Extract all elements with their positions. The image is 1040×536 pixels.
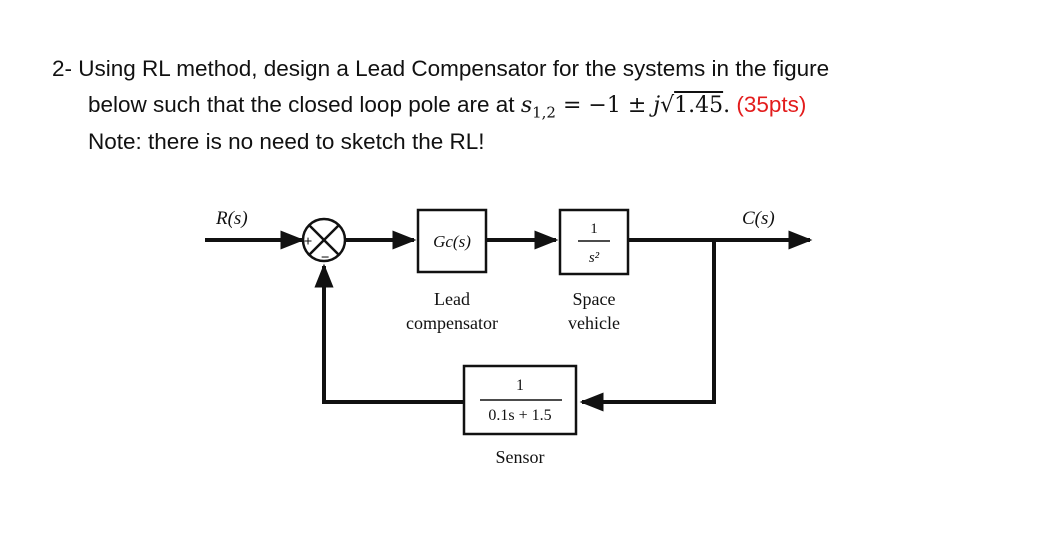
- question-number: 2-: [52, 56, 73, 81]
- plant-caption-2: vehicle: [568, 313, 620, 333]
- points-label: (35pts): [736, 92, 807, 117]
- pole-var: s: [520, 93, 533, 118]
- question-text-1: Using RL method, design a Lead Compensat…: [78, 56, 830, 81]
- pole-end: .: [723, 93, 731, 118]
- question-line-2: below such that the closed loop pole are…: [88, 92, 806, 121]
- pole-equation: s1,2 = −1 ± j√1.45.: [520, 93, 731, 122]
- plant-numerator: 1: [590, 221, 598, 237]
- pole-sqrt: √: [660, 93, 675, 118]
- pole-expr: = −1 ±: [555, 93, 654, 118]
- plant-caption-1: Space: [573, 289, 616, 309]
- minus-sign: −: [321, 250, 330, 266]
- summing-junction: + −: [301, 217, 347, 266]
- pole-j: j: [653, 93, 661, 118]
- sensor-denominator: 0.1s + 1.5: [488, 407, 551, 424]
- plant-block: 1 s²: [558, 208, 630, 276]
- compensator-caption-1: Lead: [434, 289, 470, 309]
- feedback-arrow-to-sensor: [579, 240, 716, 412]
- sensor-numerator: 1: [516, 377, 524, 394]
- pole-radicand: 1.45: [674, 93, 724, 118]
- output-label: C(s): [742, 208, 775, 229]
- input-label: R(s): [215, 208, 248, 229]
- plant-denominator: s²: [589, 250, 600, 266]
- question-line-3: Note: there is no need to sketch the RL!: [88, 129, 485, 155]
- question-text-2: below such that the closed loop pole are…: [88, 92, 515, 117]
- sensor-caption: Sensor: [496, 447, 545, 467]
- compensator-caption-2: compensator: [406, 313, 498, 333]
- compensator-block: Gc(s): [416, 208, 488, 274]
- sensor-block: 1 0.1s + 1.5: [462, 364, 578, 436]
- question-line-1: 2- Using RL method, design a Lead Compen…: [52, 56, 829, 82]
- compensator-label: Gc(s): [433, 232, 471, 251]
- question-note: Note: there is no need to sketch the RL!: [88, 129, 485, 154]
- feedback-arrow-to-junction: [314, 263, 464, 404]
- plus-sign: +: [304, 234, 313, 250]
- pole-sub: 1,2: [532, 103, 556, 122]
